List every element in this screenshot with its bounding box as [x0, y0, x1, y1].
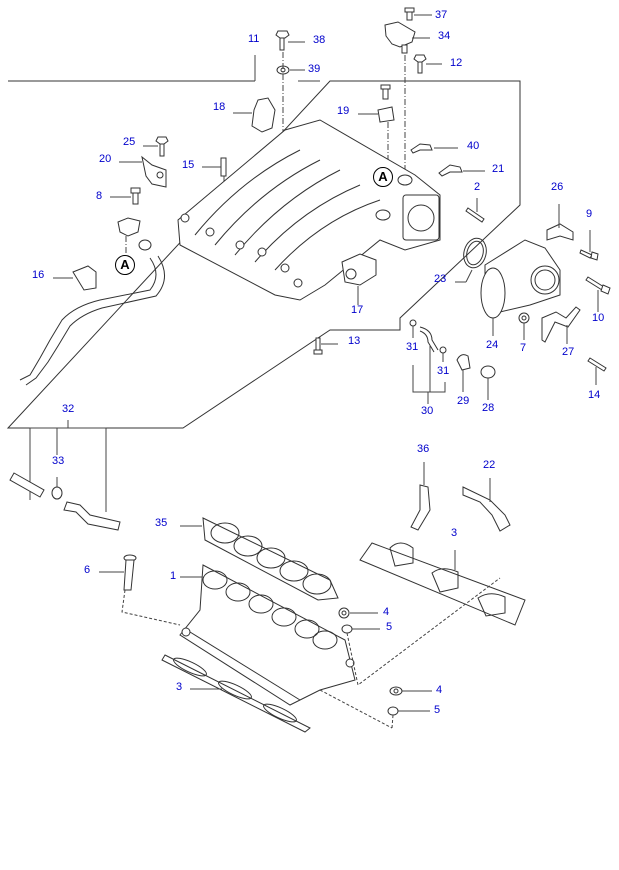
fitting-21[interactable]: [438, 164, 485, 177]
part-label-28[interactable]: 28: [482, 402, 495, 414]
part-label-20[interactable]: 20: [99, 153, 112, 165]
part-label-39[interactable]: 39: [308, 63, 321, 75]
washer-5-upper[interactable]: [341, 624, 380, 634]
part-label-9[interactable]: 9: [586, 208, 593, 220]
part-label-32[interactable]: 32: [62, 403, 75, 415]
part-label-40[interactable]: 40: [467, 140, 480, 152]
part-label-4-lower[interactable]: 4: [436, 684, 443, 696]
stud-15[interactable]: [202, 157, 227, 240]
nut-39[interactable]: [276, 65, 305, 75]
bracket-20[interactable]: [119, 155, 167, 188]
part-label-23[interactable]: 23: [434, 273, 447, 285]
bracket-22[interactable]: [462, 478, 511, 532]
nut-7[interactable]: [518, 312, 530, 340]
intake-manifold-lower-1[interactable]: [179, 564, 356, 706]
part-label-26[interactable]: 26: [551, 181, 564, 193]
intake-manifold-upper[interactable]: [177, 119, 441, 301]
pcv-fitting[interactable]: [117, 217, 152, 251]
sensor-28[interactable]: [480, 365, 496, 400]
part-label-35[interactable]: 35: [155, 517, 168, 529]
bracket-27[interactable]: [541, 306, 581, 344]
part-label-14[interactable]: 14: [588, 389, 601, 401]
part-label-36[interactable]: 36: [417, 443, 430, 455]
callout-a-right: A: [373, 167, 393, 187]
fitting-40[interactable]: [410, 143, 458, 154]
part-label-5-lower[interactable]: 5: [434, 704, 441, 716]
hose-16[interactable]: [19, 255, 165, 386]
part-label-19[interactable]: 19: [337, 105, 350, 117]
gasket-23[interactable]: [455, 236, 490, 283]
part-label-31-left[interactable]: 31: [406, 341, 419, 353]
part-label-22[interactable]: 22: [483, 459, 496, 471]
gasket-35[interactable]: [180, 517, 339, 601]
part-label-1[interactable]: 1: [170, 570, 177, 582]
part-label-4-upper[interactable]: 4: [383, 606, 390, 618]
part-label-25[interactable]: 25: [123, 136, 136, 148]
bolt-9[interactable]: [579, 230, 599, 261]
part-label-3-right[interactable]: 3: [451, 527, 458, 539]
part-label-34[interactable]: 34: [438, 30, 451, 42]
part-label-30[interactable]: 30: [421, 405, 434, 417]
bracket-16[interactable]: [53, 265, 97, 291]
part-label-29[interactable]: 29: [457, 395, 470, 407]
part-label-7[interactable]: 7: [520, 342, 527, 354]
bracket-18[interactable]: [233, 97, 276, 133]
part-label-8[interactable]: 8: [96, 190, 103, 202]
bolt-38[interactable]: [275, 30, 305, 51]
part-label-38[interactable]: 38: [313, 34, 326, 46]
part-label-31-right[interactable]: 31: [437, 365, 450, 377]
part-label-27[interactable]: 27: [562, 346, 575, 358]
hose-assembly-32[interactable]: [9, 420, 121, 531]
part-label-6[interactable]: 6: [84, 564, 91, 576]
clamp-29[interactable]: [456, 354, 471, 392]
part-label-24[interactable]: 24: [486, 339, 499, 351]
hose-30[interactable]: [409, 319, 447, 404]
part-label-16[interactable]: 16: [32, 269, 45, 281]
map-sensor-34[interactable]: [384, 21, 430, 185]
bolt-25[interactable]: [143, 136, 169, 157]
bolt-13[interactable]: [313, 337, 338, 355]
stud-14[interactable]: [587, 357, 607, 385]
callout-a-left: A: [115, 255, 135, 275]
part-label-5-upper[interactable]: 5: [386, 621, 393, 633]
bracket-26[interactable]: [546, 204, 574, 241]
clamp-33[interactable]: [51, 477, 63, 500]
part-label-17[interactable]: 17: [351, 304, 364, 316]
bracket-36[interactable]: [410, 462, 431, 531]
part-label-3-lower[interactable]: 3: [176, 681, 183, 693]
part-label-12[interactable]: 12: [450, 57, 463, 69]
part-label-11[interactable]: 11: [248, 33, 260, 45]
gasket-3-right[interactable]: [359, 542, 526, 626]
nut-4-upper[interactable]: [338, 607, 378, 619]
gasket-3-lower[interactable]: [161, 654, 311, 733]
throttle-body-24[interactable]: [480, 239, 561, 336]
part-label-18[interactable]: 18: [213, 101, 226, 113]
part-label-2[interactable]: 2: [474, 181, 481, 193]
bolt-8[interactable]: [110, 187, 141, 205]
part-label-15[interactable]: 15: [182, 159, 195, 171]
stud-2[interactable]: [465, 198, 485, 223]
part-label-33[interactable]: 33: [52, 455, 65, 467]
washer-5-lower[interactable]: [387, 706, 430, 716]
part-label-13[interactable]: 13: [348, 335, 361, 347]
part-label-37[interactable]: 37: [435, 9, 448, 21]
part-label-21[interactable]: 21: [492, 163, 505, 175]
part-label-10[interactable]: 10: [592, 312, 605, 324]
bolt-6[interactable]: [99, 554, 137, 591]
nut-4-lower[interactable]: [389, 686, 432, 696]
bolt-37[interactable]: [404, 7, 432, 21]
solenoid-17[interactable]: [341, 253, 377, 305]
bolt-10[interactable]: [585, 276, 611, 312]
bolt-12[interactable]: [413, 54, 442, 74]
